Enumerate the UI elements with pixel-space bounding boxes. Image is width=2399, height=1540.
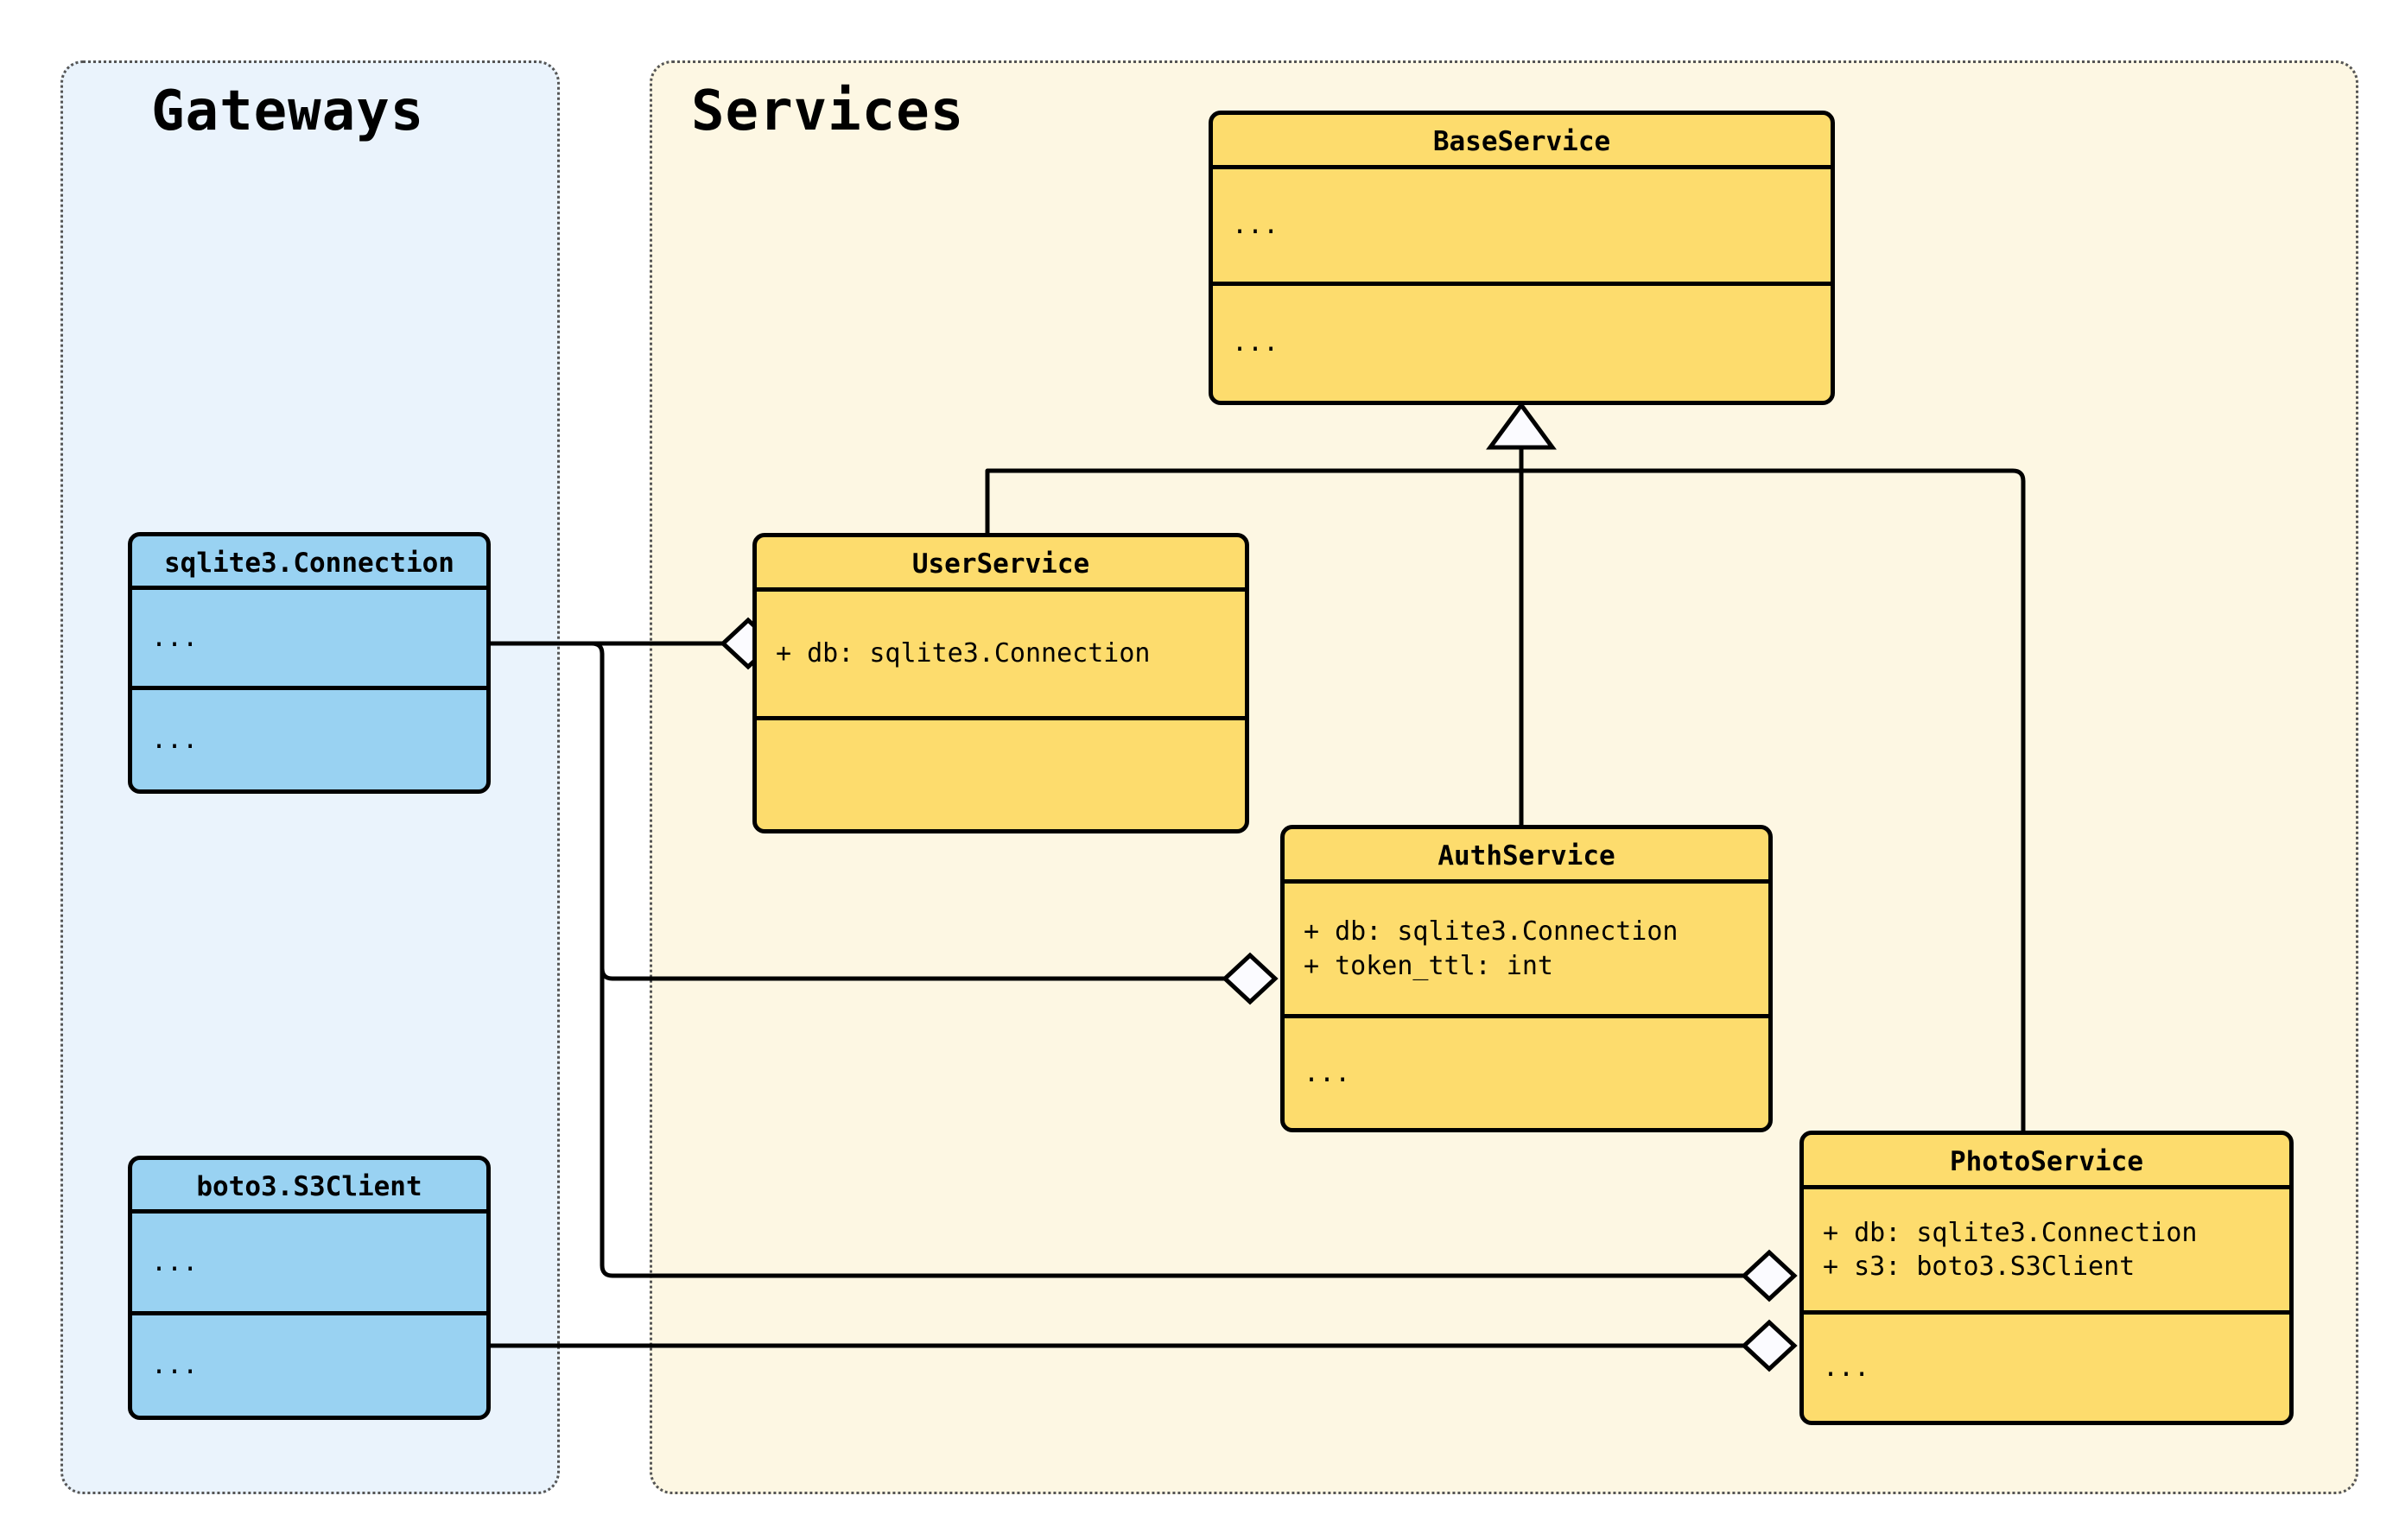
package-gateways-title: Gateways (151, 79, 425, 143)
class-name-photoservice: PhotoService (1804, 1135, 2289, 1190)
attribute-row: ... (1232, 209, 1279, 240)
attribute-row: + db: sqlite3.Connection (1304, 916, 1679, 947)
class-attributes-sqlite3-connection: ... (132, 590, 486, 691)
class-methods-sqlite3-connection: ... (132, 690, 486, 789)
attribute-row: + db: sqlite3.Connection (776, 638, 1151, 669)
class-methods-boto3-s3client: ... (132, 1315, 486, 1416)
class-name-userservice: UserService (757, 537, 1245, 593)
class-methods-baseservice: ... (1213, 286, 1831, 402)
class-methods-userservice (757, 720, 1245, 829)
method-row: ... (151, 1350, 199, 1381)
attribute-row: + token_ttl: int (1304, 950, 1553, 981)
class-attributes-baseservice: ... (1213, 169, 1831, 286)
class-attributes-authservice: + db: sqlite3.Connection + token_ttl: in… (1285, 884, 1768, 1019)
attribute-row: + db: sqlite3.Connection (1823, 1217, 2198, 1248)
class-name-authservice: AuthService (1285, 829, 1768, 884)
method-row: ... (1232, 327, 1279, 358)
class-box-boto3-s3client[interactable]: boto3.S3Client ... ... (128, 1156, 491, 1420)
class-methods-authservice: ... (1285, 1018, 1768, 1128)
class-methods-photoservice: ... (1804, 1315, 2289, 1421)
attribute-row: ... (151, 1246, 199, 1277)
class-box-authservice[interactable]: AuthService + db: sqlite3.Connection + t… (1280, 825, 1773, 1132)
attribute-row: ... (151, 622, 199, 653)
class-box-baseservice[interactable]: BaseService ... ... (1209, 111, 1835, 405)
method-row: ... (1823, 1352, 1870, 1383)
class-box-userservice[interactable]: UserService + db: sqlite3.Connection (752, 533, 1249, 833)
method-row: ... (1304, 1057, 1351, 1088)
class-name-baseservice: BaseService (1213, 115, 1831, 170)
attribute-row: + s3: boto3.S3Client (1823, 1252, 2136, 1283)
class-box-photoservice[interactable]: PhotoService + db: sqlite3.Connection + … (1799, 1131, 2294, 1425)
class-name-sqlite3-connection: sqlite3.Connection (132, 536, 486, 591)
class-attributes-boto3-s3client: ... (132, 1214, 486, 1315)
method-row: ... (151, 724, 199, 755)
class-box-sqlite3-connection[interactable]: sqlite3.Connection ... ... (128, 532, 491, 794)
class-attributes-userservice: + db: sqlite3.Connection (757, 592, 1245, 720)
package-services-title: Services (691, 79, 965, 143)
class-name-boto3-s3client: boto3.S3Client (132, 1160, 486, 1214)
class-attributes-photoservice: + db: sqlite3.Connection + s3: boto3.S3C… (1804, 1189, 2289, 1315)
